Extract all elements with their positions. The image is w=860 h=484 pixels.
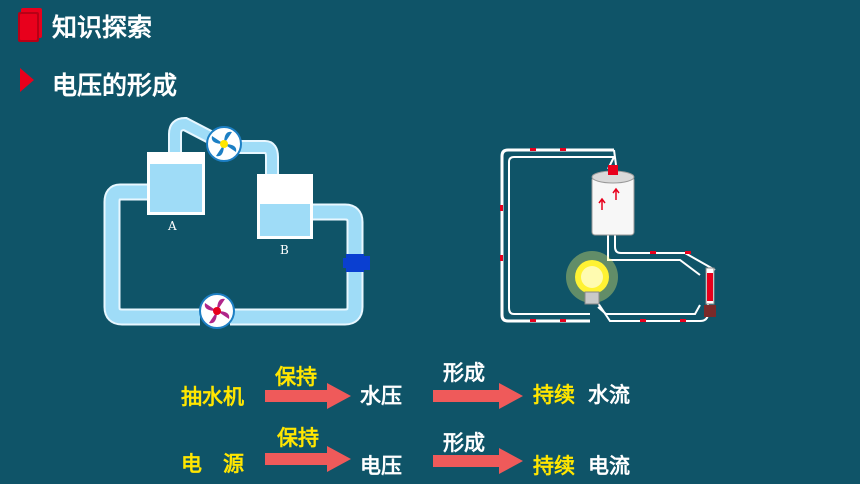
row1-result: 水流 [588, 383, 630, 407]
slide-subtitle: 电压的形成 [52, 71, 178, 100]
row2-result: 电流 [588, 454, 630, 478]
section-title: 知识探索 [52, 13, 153, 42]
row2-arrow1-label: 保持 [277, 426, 319, 450]
tank-b-label: B [280, 243, 289, 257]
tank-a [147, 152, 205, 215]
play-triangle-icon [20, 68, 34, 92]
row2-arrow1 [265, 446, 351, 472]
row2-result-prefix: 持续 [533, 454, 575, 478]
row2-source: 电 源 [181, 452, 244, 476]
battery-icon [591, 165, 635, 236]
row1-result-prefix: 持续 [533, 383, 575, 407]
electric-circuit-diagram [500, 148, 716, 323]
switch-icon [704, 267, 716, 317]
row2-middle: 电压 [360, 454, 402, 478]
row1-arrow2 [433, 383, 523, 409]
current-arrows [500, 148, 691, 322]
book-icon [18, 8, 44, 42]
row1-source: 抽水机 [181, 385, 244, 409]
bulb-icon [566, 251, 618, 305]
valve-icon [343, 254, 370, 272]
row1-arrow2-label: 形成 [443, 361, 485, 385]
row1-middle: 水压 [360, 384, 402, 408]
row2-arrow2 [433, 448, 523, 474]
tank-b [257, 174, 313, 239]
tank-a-label: A [167, 219, 177, 233]
pump-icon [199, 293, 235, 329]
row1-arrow1 [265, 383, 351, 409]
row2-arrow2-label: 形成 [443, 431, 485, 455]
wire-inner [508, 156, 614, 315]
wire-outer [500, 148, 614, 323]
pump-icon [206, 126, 242, 162]
water-circuit-diagram: A B [103, 116, 370, 329]
row1-arrow1-label: 保持 [275, 365, 317, 389]
